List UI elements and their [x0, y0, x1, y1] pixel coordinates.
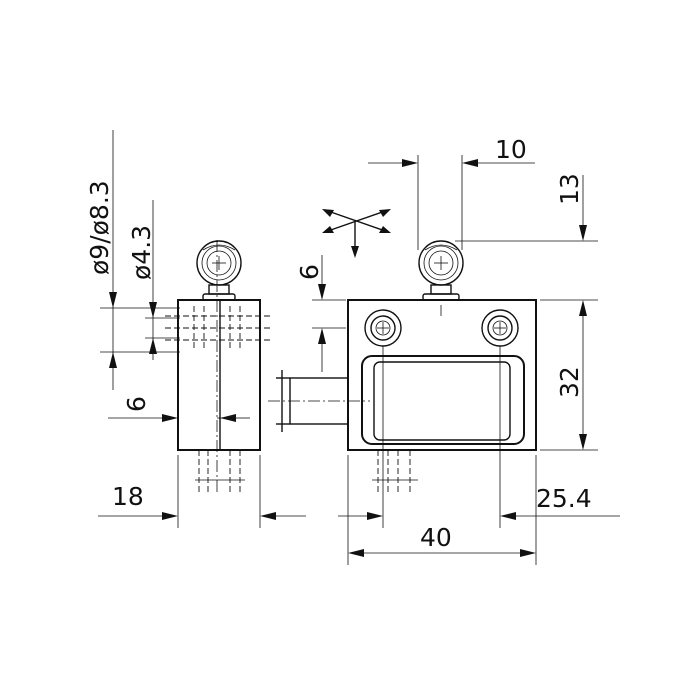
dim-height-label: 32	[555, 366, 584, 398]
screw-right	[481, 309, 519, 347]
dim-hole-spacing-label: 25.4	[536, 484, 592, 513]
dim-width-side: 18	[98, 455, 306, 528]
dim-length: 40	[347, 455, 537, 565]
dim-width-side-label: 18	[112, 482, 144, 511]
front-view	[268, 240, 537, 492]
side-hidden-holes	[165, 306, 272, 350]
front-body	[347, 299, 537, 451]
dim-height: 32	[540, 299, 598, 451]
dim-ball-height: 13	[455, 173, 598, 316]
dim-flange-thickness: 6	[108, 396, 250, 422]
dim-flange-thickness-label: 6	[122, 396, 151, 412]
cable-gland	[268, 370, 370, 432]
side-ball-actuator	[196, 240, 242, 301]
dim-ball-diameter: ø9/ø8.3	[85, 130, 180, 390]
side-body	[177, 299, 261, 451]
side-view	[165, 240, 272, 495]
front-ball-actuator	[418, 240, 464, 301]
dim-hole-spacing: 25.4	[338, 346, 620, 528]
dim-length-label: 40	[420, 523, 452, 552]
dim-hole-diameter-label: ø4.3	[127, 225, 156, 280]
dim-hole-diameter: ø4.3	[127, 200, 180, 360]
front-window	[361, 355, 525, 445]
dim-ball-offset: 10	[368, 135, 535, 250]
movement-direction-symbol	[322, 209, 391, 258]
dim-ball-height-label: 13	[555, 173, 584, 205]
dim-ball-offset-label: 10	[495, 135, 527, 164]
dim-ball-diameter-label: ø9/ø8.3	[85, 180, 114, 275]
dim-actuator-height-label: 6	[295, 264, 324, 280]
dim-actuator-height: 6	[295, 255, 346, 372]
screw-left	[364, 309, 402, 347]
